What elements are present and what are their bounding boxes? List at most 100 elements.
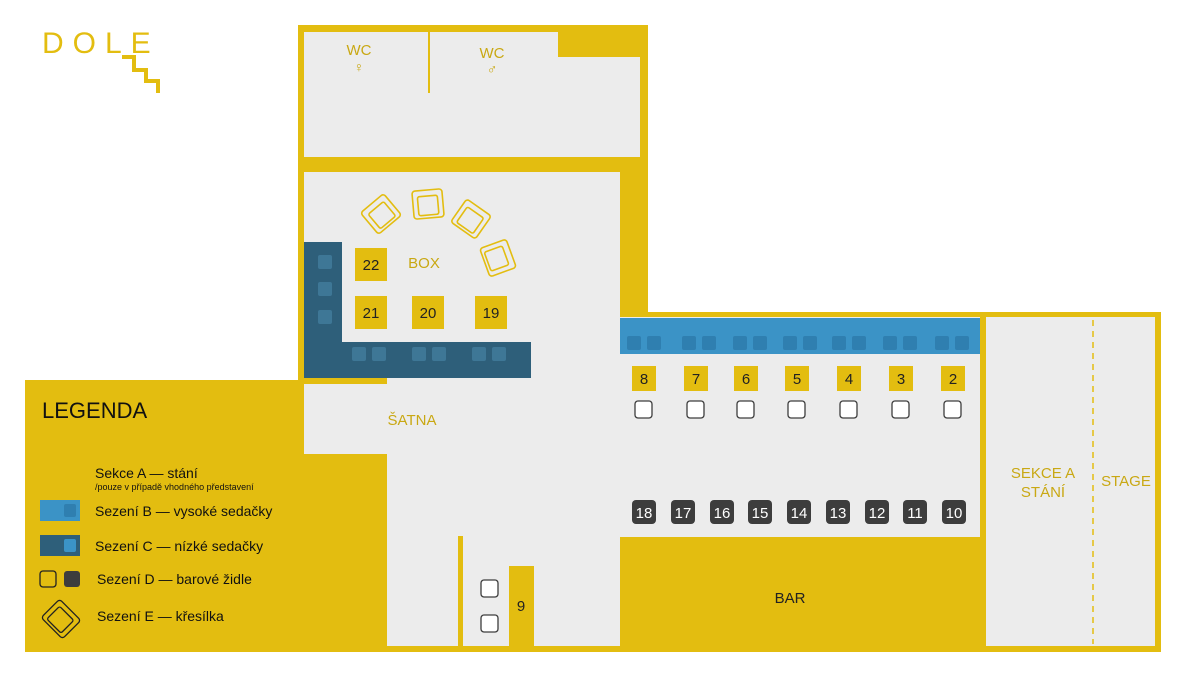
- bar-stool-label: 13: [830, 505, 847, 522]
- legend: LEGENDA Sekce A — stání /pouze v případě…: [39, 398, 272, 639]
- table[interactable]: [837, 366, 861, 391]
- box-top-wall: [304, 157, 531, 172]
- table[interactable]: [785, 366, 809, 391]
- bar-stool-dark[interactable]: [903, 500, 927, 524]
- low-seat[interactable]: [472, 347, 486, 361]
- bar-stool-dark[interactable]: [826, 500, 850, 524]
- bar-stool-light[interactable]: [736, 400, 755, 419]
- legend-stool-light-icon: [39, 570, 57, 588]
- box-table-label: 19: [483, 305, 500, 322]
- bar-stool-dark[interactable]: [787, 500, 811, 524]
- bar-stool-dark[interactable]: [710, 500, 734, 524]
- low-seat[interactable]: [318, 310, 332, 324]
- box-table[interactable]: [355, 296, 387, 329]
- high-seat[interactable]: [733, 336, 747, 350]
- bar-stool-label: 12: [869, 505, 886, 522]
- low-seat[interactable]: [372, 347, 386, 361]
- table-label: 4: [845, 371, 853, 388]
- high-seat[interactable]: [702, 336, 716, 350]
- bar-stool-light[interactable]: [891, 400, 910, 419]
- legend-a-label: Sekce A — stání: [95, 465, 198, 481]
- table[interactable]: [734, 366, 758, 391]
- legend-high-seat-cushion: [64, 504, 76, 517]
- table[interactable]: [684, 366, 708, 391]
- satna-room: [304, 384, 526, 454]
- box-table[interactable]: [355, 248, 387, 281]
- table-label: 5: [793, 371, 801, 388]
- table-label: 6: [742, 371, 750, 388]
- female-icon: ♀: [354, 59, 365, 75]
- box-table-label: 21: [363, 305, 380, 322]
- high-seat[interactable]: [832, 336, 846, 350]
- table[interactable]: [889, 366, 913, 391]
- bar-stool-dark[interactable]: [671, 500, 695, 524]
- low-seat[interactable]: [352, 347, 366, 361]
- armchair[interactable]: [411, 188, 445, 220]
- high-seat[interactable]: [935, 336, 949, 350]
- bar-stool-label: 15: [752, 505, 769, 522]
- armchair[interactable]: [479, 239, 517, 277]
- satna-label: ŠATNA: [388, 412, 437, 429]
- low-seat[interactable]: [412, 347, 426, 361]
- right-wall: [620, 157, 648, 317]
- sekce-a-label-2: STÁNÍ: [1021, 484, 1066, 501]
- table[interactable]: [941, 366, 965, 391]
- box-table-label: 20: [420, 305, 437, 322]
- high-seat[interactable]: [783, 336, 797, 350]
- armchair[interactable]: [360, 194, 402, 235]
- stage-divider: [980, 317, 986, 646]
- low-seat[interactable]: [318, 282, 332, 296]
- bar-stool-dark[interactable]: [865, 500, 889, 524]
- bar-stool-label: 11: [907, 505, 923, 522]
- bar-stool-dark[interactable]: [942, 500, 966, 524]
- niche-stool[interactable]: [480, 614, 499, 633]
- wc-men-label: WC: [480, 45, 505, 62]
- high-seat[interactable]: [903, 336, 917, 350]
- logo-text: DOLE: [42, 27, 160, 60]
- box-table[interactable]: [475, 296, 507, 329]
- legend-e-label: Sezení E — křesílka: [97, 608, 224, 624]
- bar-stool-light[interactable]: [634, 400, 653, 419]
- box-table-label: 22: [363, 257, 380, 274]
- low-seat[interactable]: [432, 347, 446, 361]
- box-table[interactable]: [412, 296, 444, 329]
- armchair[interactable]: [451, 199, 492, 239]
- high-seat[interactable]: [647, 336, 661, 350]
- table-label: 2: [949, 371, 957, 388]
- bar-stool-light[interactable]: [787, 400, 806, 419]
- low-seat[interactable]: [492, 347, 506, 361]
- high-seat[interactable]: [803, 336, 817, 350]
- legend-armchair-icon: [41, 599, 81, 639]
- sekce-a-label-1: SEKCE A: [1011, 465, 1075, 482]
- table[interactable]: [632, 366, 656, 391]
- wc-block: WC ♀ WC ♂: [304, 32, 558, 93]
- bar-stool-dark[interactable]: [632, 500, 656, 524]
- logo-stairs-icon: [122, 55, 160, 93]
- table-label: 8: [640, 371, 648, 388]
- low-seat[interactable]: [318, 255, 332, 269]
- high-seat[interactable]: [682, 336, 696, 350]
- wc-divider: [428, 32, 430, 93]
- high-seat[interactable]: [883, 336, 897, 350]
- high-seat[interactable]: [852, 336, 866, 350]
- bar-stool-light[interactable]: [839, 400, 858, 419]
- table-9[interactable]: [509, 566, 534, 646]
- satna: ŠATNA: [304, 384, 526, 454]
- niche-stool[interactable]: [480, 579, 499, 598]
- building: 9: [25, 25, 1161, 652]
- bar-stool-label: 10: [946, 505, 963, 522]
- legend-d-label: Sezení D — barové židle: [97, 571, 252, 587]
- bar-stool-dark[interactable]: [748, 500, 772, 524]
- legend-low-seat-cushion: [64, 539, 76, 552]
- high-seat[interactable]: [955, 336, 969, 350]
- niche-wall: [458, 536, 463, 646]
- high-seat-bench: [620, 318, 980, 354]
- bar-stool-light[interactable]: [943, 400, 962, 419]
- legend-title: LEGENDA: [42, 398, 147, 423]
- high-seat[interactable]: [753, 336, 767, 350]
- bar-stool-light[interactable]: [686, 400, 705, 419]
- table-label: 3: [897, 371, 905, 388]
- high-seat[interactable]: [627, 336, 641, 350]
- bar-counter: [620, 537, 980, 646]
